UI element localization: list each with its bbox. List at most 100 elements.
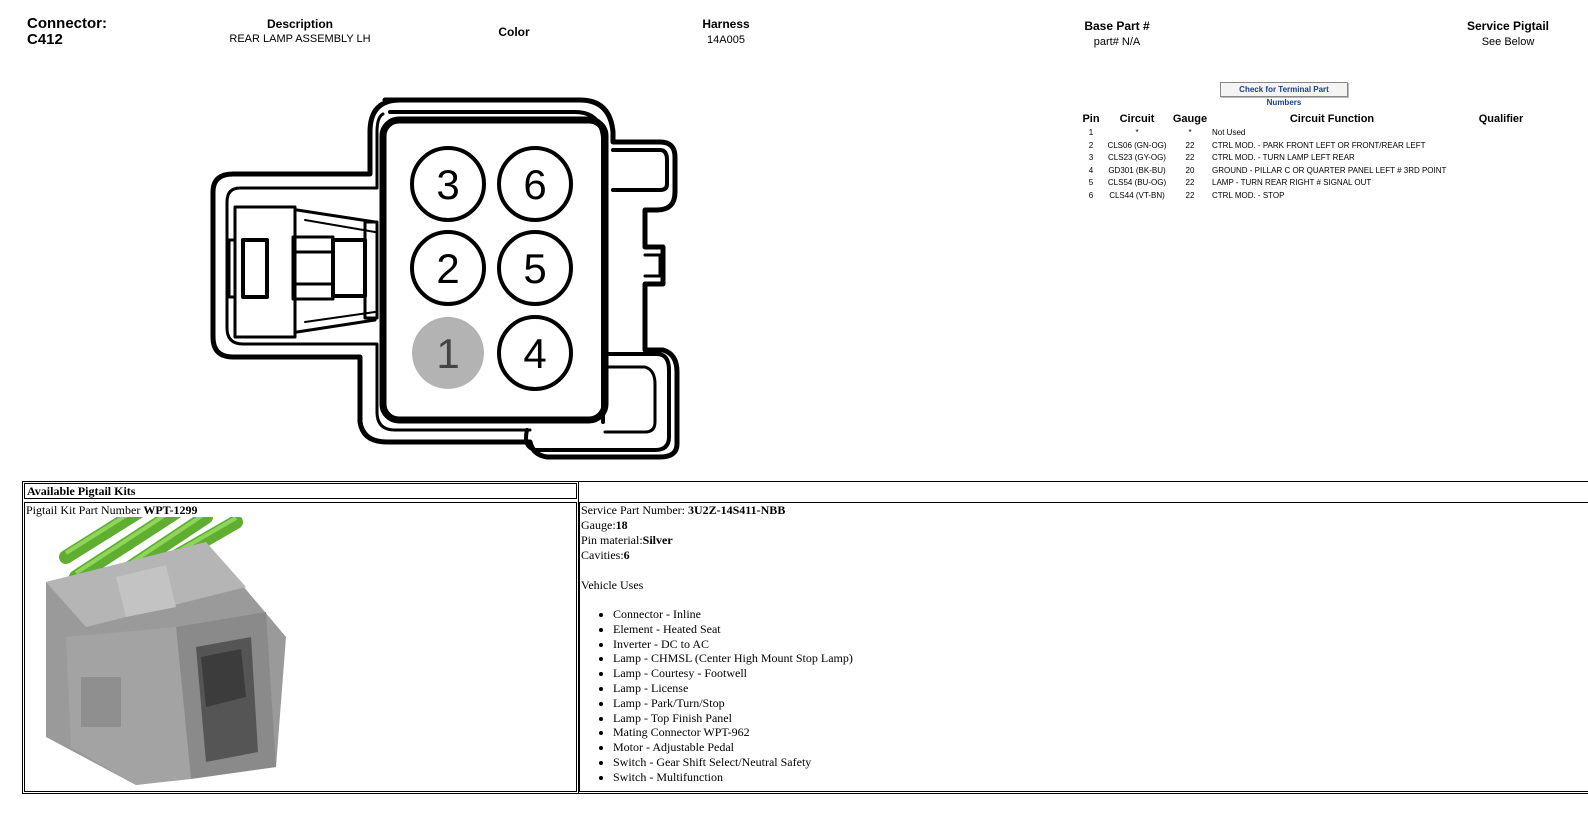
service-part-line: Service Part Number: 3U2Z-14S411-NBB xyxy=(581,503,785,518)
pin-material-value: Silver xyxy=(642,533,673,547)
gauge-cell: 20 xyxy=(1185,165,1195,175)
gauge-label: Gauge: xyxy=(581,518,616,532)
kit-part-label: Pigtail Kit Part Number xyxy=(26,503,144,517)
pin-number-cell: 3 xyxy=(1088,153,1094,163)
pin-table-row: 5 CLS54 (BU-OG) 22 LAMP - TURN REAR RIGHT #… xyxy=(1078,177,1548,190)
vehicle-use-item: Element - Heated Seat xyxy=(613,622,853,637)
gauge-value: 18 xyxy=(615,518,628,532)
harness-value: 14A005 xyxy=(707,34,745,46)
circuit-column-header: Circuit xyxy=(1119,112,1155,125)
vehicle-use-item: Lamp - Park/Turn/Stop xyxy=(613,696,853,711)
vehicle-uses-list: Connector - InlineElement - Heated SeatI… xyxy=(599,607,853,785)
qualifier-column-header: Qualifier xyxy=(1478,112,1524,125)
pin-number-label: 2 xyxy=(436,245,459,292)
pin-cavity-3 xyxy=(410,146,486,222)
base-part-label: Base Part # xyxy=(1084,19,1150,33)
qualifier-cell xyxy=(1454,190,1548,203)
pin-table-row: 2 CLS06 (GN-OG) 22 CTRL MOD. - PARK FRONT L… xyxy=(1078,140,1548,153)
pin-number-label: 3 xyxy=(436,161,459,208)
service-info-cell xyxy=(579,502,1588,792)
pin-table-row: 4 GD301 (BK-BU) 20 GROUND - PILLAR C OR QUA… xyxy=(1078,165,1548,178)
circuit-cell: * xyxy=(1135,128,1139,137)
circuit-function-cell: GROUND - PILLAR C OR QUARTER PANEL LEFT … xyxy=(1212,165,1447,175)
gauge-cell: 22 xyxy=(1185,140,1195,150)
qualifier-cell xyxy=(1454,165,1548,178)
circuit-function-cell: CTRL MOD. - TURN LAMP LEFT REAR xyxy=(1212,153,1355,163)
pin-number-cell: 5 xyxy=(1088,178,1094,188)
circuit-cell: GD301 (BK-BU) xyxy=(1108,165,1166,175)
qualifier-cell xyxy=(1454,152,1548,165)
cavities-line: Cavities:6 xyxy=(581,548,785,563)
pin-cavity-2 xyxy=(410,230,486,306)
vehicle-use-item: Switch - Multifunction xyxy=(613,770,853,785)
pin-number-cell: 2 xyxy=(1088,140,1094,150)
bottom-border xyxy=(22,793,1588,794)
qualifier-cell xyxy=(1454,127,1548,140)
right-header-cell xyxy=(579,481,1588,502)
vehicle-use-item: Lamp - Top Finish Panel xyxy=(613,711,853,726)
pin-table-header-row: Pin Circuit Gauge Circuit Function Quali… xyxy=(1078,112,1548,127)
pin-column-header: Pin xyxy=(1082,112,1100,125)
circuit-cell: CLS54 (BU-OG) xyxy=(1107,178,1167,188)
pin-material-label: Pin material: xyxy=(581,533,643,547)
available-pigtail-kits-title: Available Pigtail Kits xyxy=(24,483,577,499)
housing-outline xyxy=(210,97,680,460)
circuit-function-column-header: Circuit Function xyxy=(1289,112,1375,125)
pin-number-label: 4 xyxy=(523,330,546,377)
pin-material-line: Pin material:Silver xyxy=(581,533,785,548)
gauge-cell: 22 xyxy=(1185,190,1195,200)
vehicle-use-item: Lamp - License xyxy=(613,681,853,696)
cavities-value: 6 xyxy=(623,548,630,562)
color-label: Color xyxy=(498,25,530,39)
service-pigtail-value: See Below xyxy=(1481,36,1535,48)
pin-table-row: 1 * * Not Used xyxy=(1078,127,1548,140)
service-pigtail-label: Service Pigtail xyxy=(1466,19,1550,33)
service-info: Service Part Number: 3U2Z-14S411-NBB Gau… xyxy=(581,503,785,593)
vehicle-use-item: Inverter - DC to AC xyxy=(613,637,853,652)
pin-number-cell: 6 xyxy=(1088,190,1094,200)
vehicle-uses-label: Vehicle Uses xyxy=(581,578,644,592)
circuit-function-cell: CTRL MOD. - PARK FRONT LEFT OR FRONT/REA… xyxy=(1212,140,1426,150)
circuit-function-cell: CTRL MOD. - STOP xyxy=(1212,190,1285,200)
pin-number-cell: 1 xyxy=(1088,128,1094,137)
gauge-line: Gauge:18 xyxy=(581,518,785,533)
pin-table-row: 6 CLS44 (VT-BN) 22 CTRL MOD. - STOP xyxy=(1078,190,1548,203)
pin-cavity-5 xyxy=(497,230,573,306)
qualifier-cell xyxy=(1454,177,1548,190)
gauge-column-header: Gauge xyxy=(1172,112,1208,125)
vehicle-use-item: Connector - Inline xyxy=(613,607,853,622)
pigtail-kit-cell xyxy=(24,502,577,792)
vehicle-use-item: Lamp - CHMSL (Center High Mount Stop Lam… xyxy=(613,651,853,666)
vehicle-use-item: Motor - Adjustable Pedal xyxy=(613,740,853,755)
circuit-cell: CLS44 (VT-BN) xyxy=(1109,190,1165,200)
gauge-cell: 22 xyxy=(1185,153,1195,163)
pin-number-cell: 4 xyxy=(1088,165,1094,175)
cavities-label: Cavities: xyxy=(581,548,624,562)
base-part-value: part# N/A xyxy=(1093,36,1141,48)
pigtail-kit-part-number: Pigtail Kit Part Number WPT-1299 xyxy=(26,503,198,518)
connector-label: Connector: xyxy=(27,15,107,32)
description-label: Description xyxy=(266,17,333,31)
pigtail-photo xyxy=(26,517,296,787)
check-terminal-part-numbers-button[interactable]: Check for Terminal Part Numbers xyxy=(1220,82,1348,107)
service-part-number: 3U2Z-14S411-NBB xyxy=(687,503,786,517)
pin-number-label: 6 xyxy=(523,161,546,208)
circuit-cell: CLS23 (GY-OG) xyxy=(1108,153,1166,163)
description-value: REAR LAMP ASSEMBLY LH xyxy=(229,33,371,45)
gauge-cell: 22 xyxy=(1185,178,1195,188)
service-part-label: Service Part Number: xyxy=(581,503,688,517)
qualifier-cell xyxy=(1454,140,1548,153)
circuit-cell: CLS06 (GN-OG) xyxy=(1107,140,1167,150)
kit-part-number: WPT-1299 xyxy=(143,503,198,517)
pin-table: Pin Circuit Gauge Circuit Function Quali… xyxy=(1078,112,1548,203)
vehicle-use-item: Mating Connector WPT-962 xyxy=(613,725,853,740)
circuit-function-cell: LAMP - TURN REAR RIGHT # SIGNAL OUT xyxy=(1212,178,1372,188)
vehicle-use-item: Switch - Gear Shift Select/Neutral Safet… xyxy=(613,755,853,770)
connector-id: C412 xyxy=(27,31,63,48)
gauge-cell: * xyxy=(1188,128,1192,137)
pin-number-label: 5 xyxy=(523,245,546,292)
circuit-function-cell: Not Used xyxy=(1212,128,1246,137)
pin-cavity-4 xyxy=(497,315,573,391)
